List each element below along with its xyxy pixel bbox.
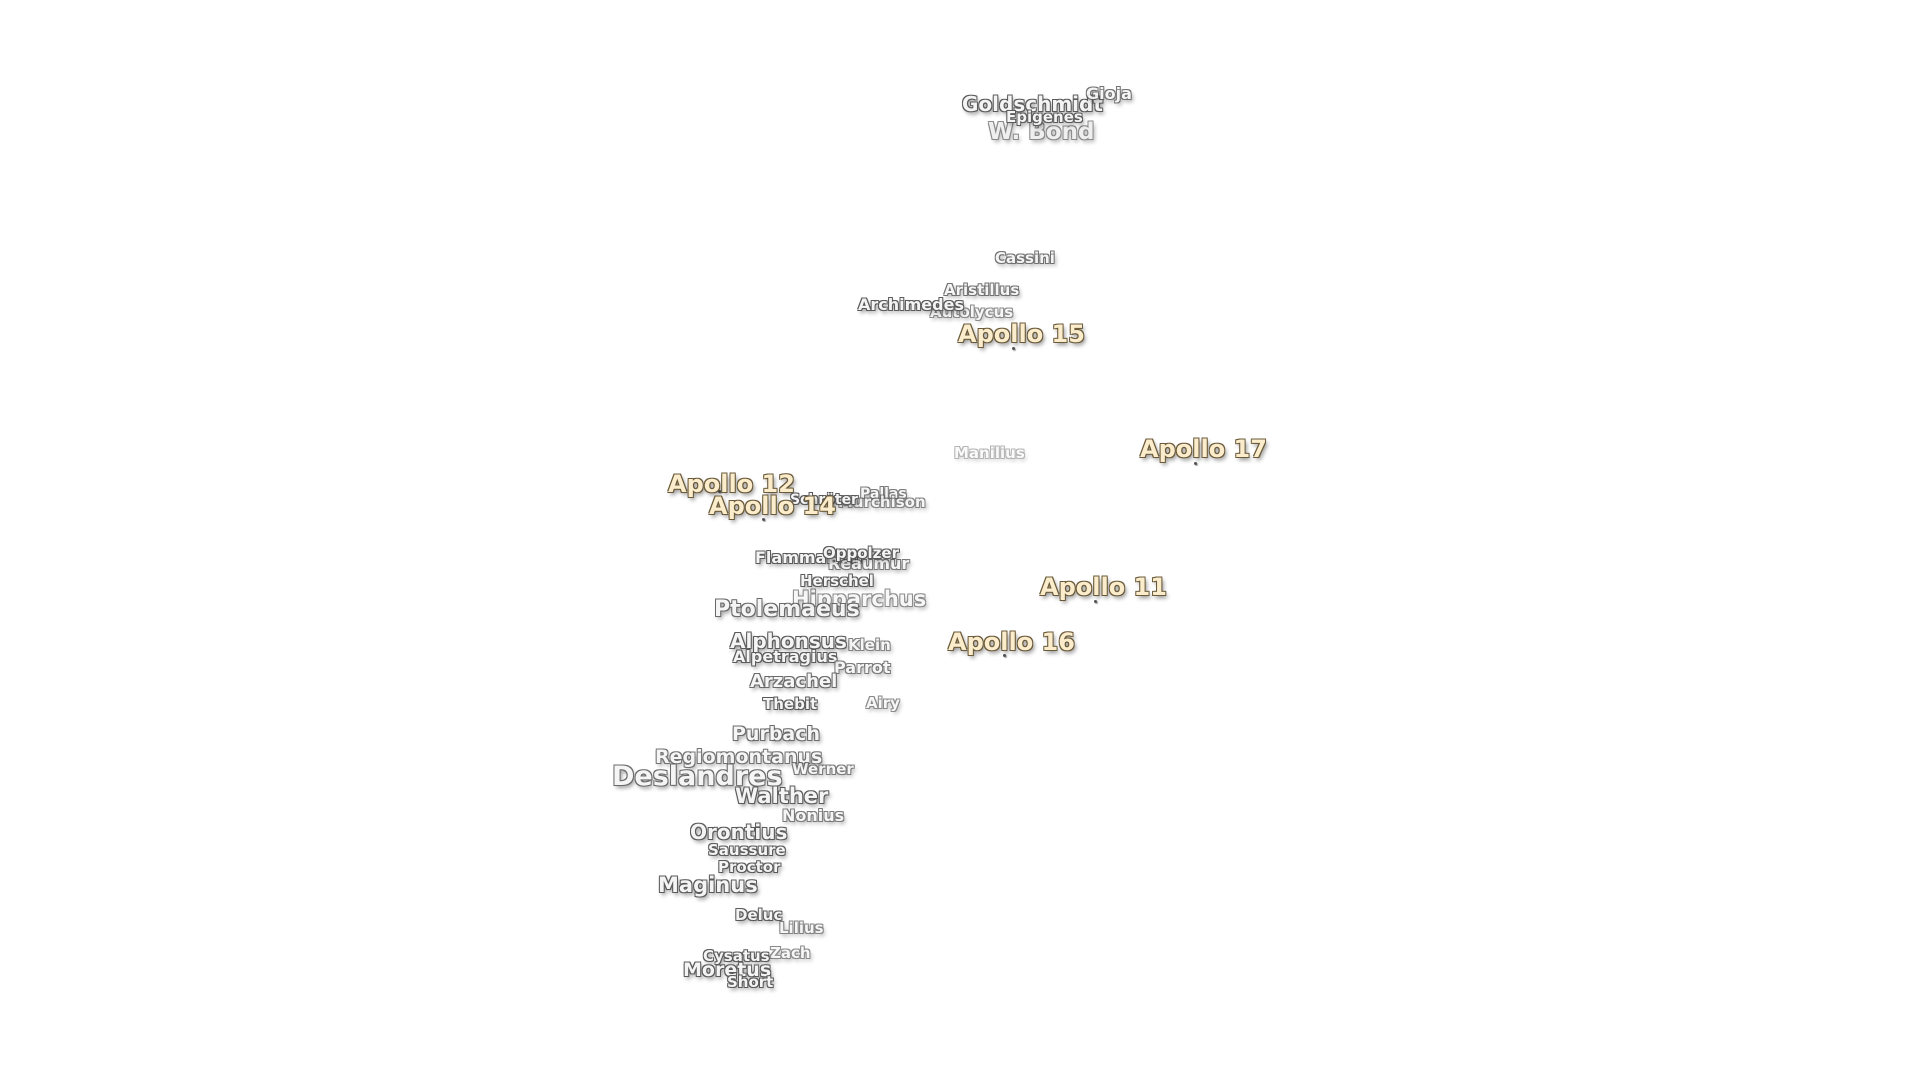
feature-label-thebit[interactable]: Thebit [763, 695, 818, 713]
feature-label-herschel[interactable]: Herschel [800, 572, 874, 590]
feature-label-flammarion[interactable]: Flammarion [755, 548, 863, 567]
feature-label-lilius[interactable]: Lilius [779, 919, 824, 937]
feature-label-alphonsus[interactable]: Alphonsus [730, 629, 847, 653]
feature-label-ptolemaeus[interactable]: Ptolemaeus [714, 597, 860, 622]
feature-label-zach[interactable]: Zach [770, 944, 811, 962]
feature-label-moretus[interactable]: Moretus [683, 959, 772, 981]
feature-label-parrot[interactable]: Parrot [834, 658, 891, 677]
apollo-17-marker [1194, 462, 1197, 465]
feature-label-goldschmidt[interactable]: Goldschmidt [962, 92, 1103, 116]
feature-label-oppolzer[interactable]: Oppolzer [823, 544, 899, 562]
apollo-14-marker [762, 518, 765, 521]
feature-label-maginus[interactable]: Maginus [658, 873, 758, 897]
feature-label-deluc[interactable]: Deluc [735, 906, 783, 924]
apollo-12-marker [718, 490, 721, 493]
feature-label-walther[interactable]: Walther [735, 784, 829, 808]
landing-label-apollo-12[interactable]: Apollo 12 [668, 470, 795, 498]
feature-label-cassini[interactable]: Cassini [995, 249, 1055, 267]
feature-label-cysatus[interactable]: Cysatus [703, 947, 770, 965]
landing-label-apollo-16[interactable]: Apollo 16 [948, 628, 1075, 656]
feature-label-proctor[interactable]: Proctor [718, 858, 781, 876]
feature-label-aristillus[interactable]: Aristillus [944, 281, 1020, 299]
feature-label-reaumur[interactable]: Réaumur [828, 554, 910, 573]
feature-label-nonius[interactable]: Nonius [782, 806, 845, 825]
feature-label-saussure[interactable]: Saussure [708, 841, 786, 859]
feature-label-orontius[interactable]: Orontius [690, 820, 788, 844]
feature-label-werner[interactable]: Werner [792, 760, 854, 778]
feature-label-manilius[interactable]: Manilius [954, 444, 1025, 462]
feature-label-archimedes[interactable]: Archimedes [858, 295, 964, 314]
feature-label-w-bond[interactable]: W. Bond [988, 119, 1095, 145]
feature-label-alpetragius[interactable]: Alpetragius [733, 647, 838, 666]
feature-label-airy[interactable]: Airy [866, 694, 900, 712]
landing-label-apollo-15[interactable]: Apollo 15 [958, 320, 1085, 348]
feature-label-epigenes[interactable]: Epigenes [1006, 108, 1083, 126]
landing-label-apollo-14[interactable]: Apollo 14 [709, 492, 836, 520]
feature-label-deslandres[interactable]: Deslandres [612, 761, 783, 792]
feature-label-regiomontanus[interactable]: Regiomontanus [655, 746, 823, 768]
feature-label-hipparchus[interactable]: Hipparchus [792, 587, 927, 611]
feature-label-purbach[interactable]: Purbach [732, 723, 821, 745]
apollo-11-marker [1094, 600, 1097, 603]
feature-label-schroter[interactable]: Schröter [790, 492, 858, 508]
feature-label-short[interactable]: Short [727, 973, 774, 991]
feature-label-murchison[interactable]: Murchison [838, 493, 926, 511]
feature-label-klein[interactable]: Klein [848, 636, 891, 654]
apollo-16-marker [1003, 654, 1006, 657]
apollo-15-marker [1012, 347, 1015, 350]
landing-label-apollo-11[interactable]: Apollo 11 [1040, 573, 1167, 601]
landing-label-apollo-17[interactable]: Apollo 17 [1140, 435, 1267, 463]
feature-label-autolycus[interactable]: Autolycus [930, 303, 1014, 321]
feature-label-arzachel[interactable]: Arzachel [750, 671, 838, 692]
feature-label-gioja[interactable]: Gioja [1086, 84, 1132, 103]
feature-label-pallas[interactable]: Pallas [860, 486, 907, 502]
